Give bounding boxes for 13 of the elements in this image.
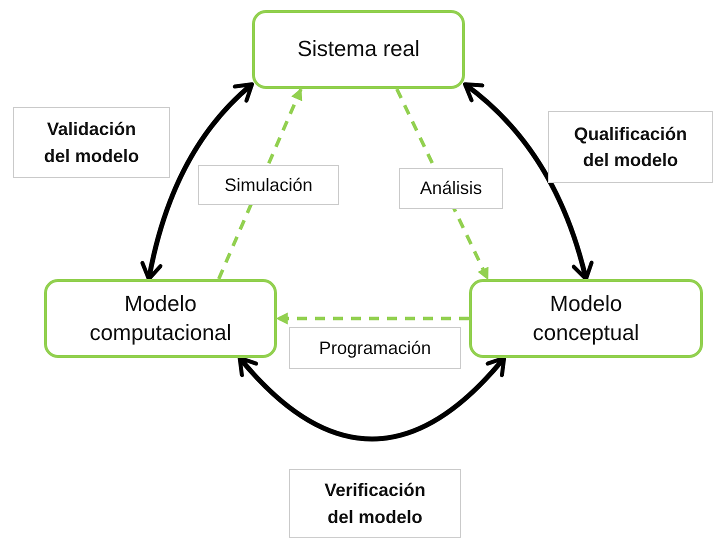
edge-label: Simulación [198,165,339,205]
edge-label: Verificación del modelo [289,469,461,538]
arrow [276,312,469,324]
edge-label: Validación del modelo [13,107,170,178]
process-box: Modelo conceptual [469,279,703,358]
arrow [462,82,594,282]
edge-label: Programación [289,327,461,369]
process-box: Sistema real [252,10,465,89]
edge-label: Qualificación del modelo [548,111,713,183]
edge-label: Análisis [399,168,503,209]
arrow [140,82,254,282]
arrow [238,356,506,442]
process-box: Modelo computacional [44,279,277,358]
